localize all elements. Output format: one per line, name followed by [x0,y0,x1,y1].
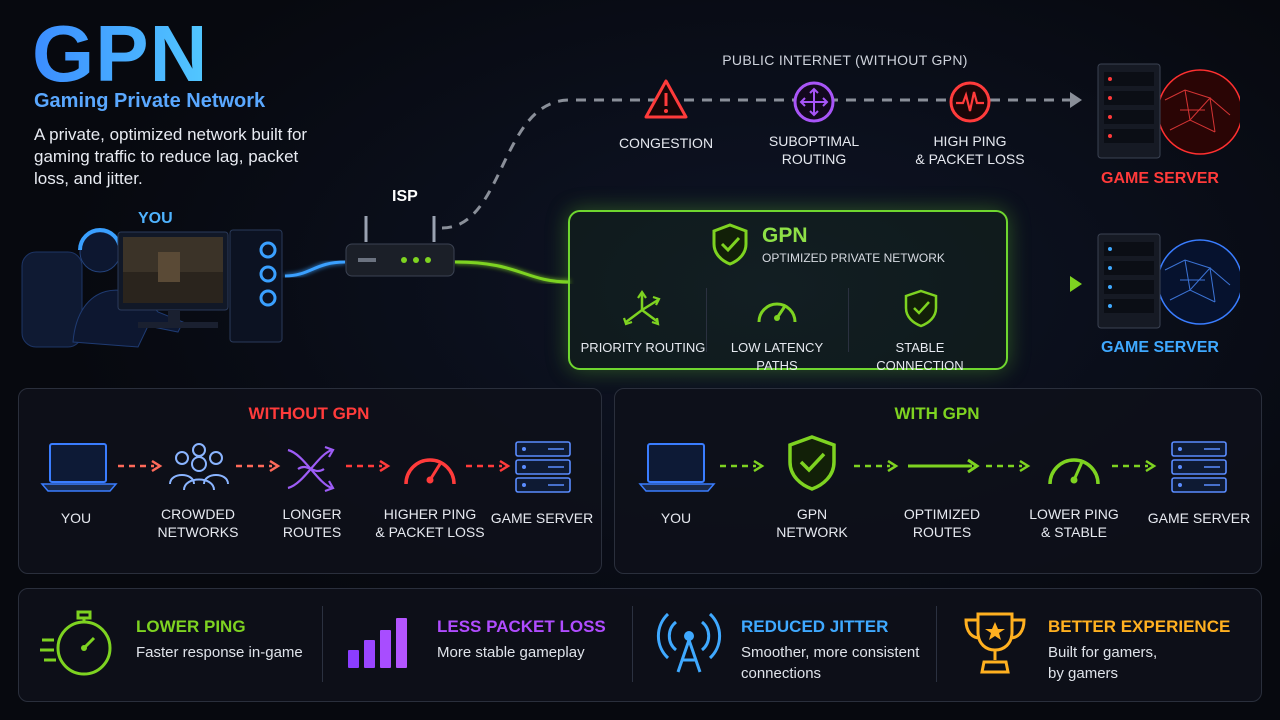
benefit-lower-ping-title: LOWER PING [136,617,246,636]
dashed-arrow-icon [1112,459,1157,473]
speedometer-icon [757,302,797,323]
gamer-illustration [18,222,288,357]
server-rack-icon [1171,441,1227,493]
branching-arrows-icon [622,290,661,326]
trophy-icon [964,612,1026,674]
issue-congestion-label: CONGESTION [618,135,714,151]
dashed-arrow-icon [986,459,1031,473]
without-step-you: YOU [60,510,92,526]
benefit-lower-ping-desc: Faster response in-game [136,644,303,661]
benefits-panel [18,588,1262,702]
page-title: GPN [32,9,209,98]
stopwatch-icon [40,610,112,676]
dashed-arrow-icon [346,459,391,473]
benefit-packet-loss-desc: More stable gameplay [437,644,585,661]
game-server-blue-icon [1097,233,1240,329]
gpn-feature-priority-routing: PRIORITY ROUTING [580,340,706,355]
routing-arrows-icon [793,81,835,123]
gpn-feature-stable-connection: STABLE CONNECTION [876,340,964,373]
shield-check-icon [904,289,938,328]
divider [706,288,707,352]
pulse-icon [949,81,991,123]
without-step-game-server: GAME SERVER [490,510,594,526]
you-label: YOU [138,210,173,227]
dashed-arrow-icon [118,459,163,473]
divider [848,288,849,352]
with-step-you: YOU [660,510,692,526]
page-subtitle: Gaming Private Network [34,90,266,112]
game-server-red-icon [1097,63,1240,159]
game-server-gpn-label: GAME SERVER [1101,339,1219,356]
without-gpn-title: WITHOUT GPN [248,404,370,423]
with-gpn-title: WITH GPN [894,404,980,423]
public-internet-title: PUBLIC INTERNET (WITHOUT GPN) [722,52,968,68]
straight-arrow-icon [908,458,980,474]
gpn-box-title: GPN [762,224,808,247]
without-step-higher-ping: HIGHER PING& PACKET LOSS [375,506,485,540]
benefit-jitter-title: REDUCED JITTER [741,617,889,636]
speedometer-icon [404,458,456,485]
laptop-icon [638,443,716,492]
shield-check-icon [712,223,748,266]
crossed-arrows-icon [287,445,335,493]
issue-high-ping-label: HIGH PING& PACKET LOSS [915,133,1025,167]
shield-check-icon [788,435,836,491]
server-rack-icon [515,441,571,493]
speedometer-icon [1048,458,1100,485]
page-description: A private, optimized network built for g… [34,125,308,188]
gpn-network-box [568,210,1008,370]
gamer-at-pc-icon [21,228,283,348]
bar-chart-icon [348,618,407,668]
with-step-lower-ping: LOWER PING& STABLE [1029,506,1119,540]
divider [632,606,633,682]
without-gpn-panel [18,388,602,574]
benefit-experience-desc: Built for gamers,by gamers [1048,644,1158,682]
with-step-game-server: GAME SERVER [1147,510,1251,526]
benefit-experience-title: BETTER EXPERIENCE [1048,617,1231,636]
gpn-box-subtitle: OPTIMIZED PRIVATE NETWORK [762,251,945,265]
dashed-arrow-icon [466,459,511,473]
divider [936,606,937,682]
game-server-public-label: GAME SERVER [1101,170,1219,187]
broadcast-tower-icon [656,612,722,673]
divider [322,606,323,682]
dashed-arrow-icon [236,459,281,473]
warning-icon [644,79,688,119]
with-gpn-panel [614,388,1262,574]
dashed-arrow-icon [720,459,765,473]
dashed-arrow-icon [854,459,899,473]
laptop-icon [40,443,118,492]
isp-label: ISP [392,188,418,205]
benefit-packet-loss-title: LESS PACKET LOSS [437,617,606,636]
router-icon [345,216,455,277]
people-group-icon [169,443,229,491]
gpn-feature-low-latency: LOW LATENCY PATHS [730,340,824,373]
